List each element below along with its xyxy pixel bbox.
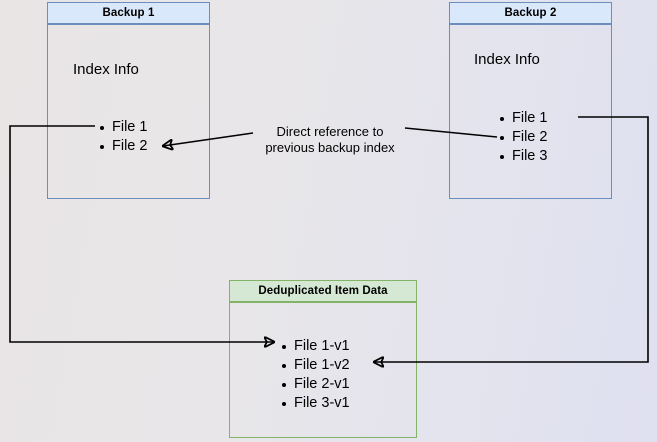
list-item: File 2-v1 <box>282 375 350 394</box>
backup2-header: Backup 2 <box>449 2 612 24</box>
backup1-box <box>47 24 210 199</box>
backup1-index-info-label: Index Info <box>73 61 139 78</box>
list-item: File 3-v1 <box>282 394 350 413</box>
list-item: File 1 <box>100 118 147 137</box>
backup1-header-label: Backup 1 <box>102 7 155 19</box>
annotation-line-1: Direct reference to <box>276 124 384 139</box>
annotation-line-2: previous backup index <box>265 140 395 155</box>
list-item: File 3 <box>500 147 547 166</box>
backup2-header-label: Backup 2 <box>504 7 557 19</box>
list-item: File 1-v1 <box>282 337 350 356</box>
backup1-file-list: File 1 File 2 <box>100 118 147 156</box>
direct-reference-annotation: Direct reference to previous backup inde… <box>255 124 405 156</box>
list-item: File 2 <box>500 128 547 147</box>
dedup-box <box>229 302 417 438</box>
list-item: File 1-v2 <box>282 356 350 375</box>
dedup-file-list: File 1-v1 File 1-v2 File 2-v1 File 3-v1 <box>282 337 350 413</box>
list-item: File 2 <box>100 137 147 156</box>
backup2-index-info-label: Index Info <box>474 51 540 68</box>
list-item: File 1 <box>500 109 547 128</box>
dedup-header-label: Deduplicated Item Data <box>258 285 388 297</box>
backup1-header: Backup 1 <box>47 2 210 24</box>
backup2-file-list: File 1 File 2 File 3 <box>500 109 547 166</box>
dedup-header: Deduplicated Item Data <box>229 280 417 302</box>
